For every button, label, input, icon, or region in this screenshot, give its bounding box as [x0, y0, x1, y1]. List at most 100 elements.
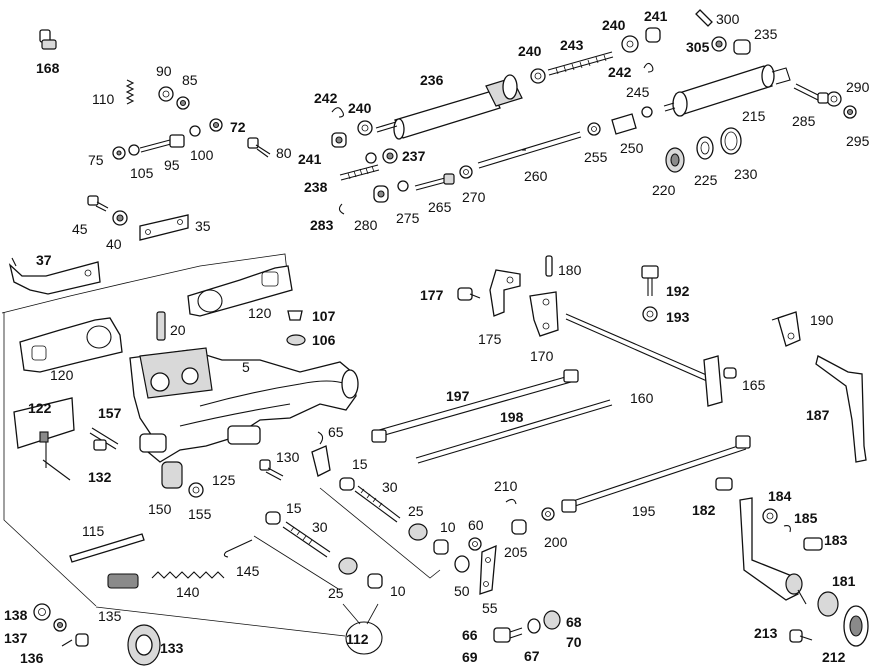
part-225-ring [696, 136, 714, 160]
callout-69: 69 [462, 649, 478, 665]
callout-136: 136 [20, 650, 44, 666]
callout-241b: 241 [644, 8, 668, 24]
callout-133: 133 [160, 640, 184, 656]
callout-242a: 242 [314, 90, 338, 106]
callout-55: 55 [482, 600, 498, 616]
callout-120b: 120 [50, 367, 74, 383]
part-180-pin [545, 255, 553, 277]
callout-212: 212 [822, 649, 846, 665]
part-305-nut [711, 36, 727, 52]
callout-184: 184 [768, 488, 792, 504]
part-45-bolt [87, 195, 109, 212]
part-238-bolt [339, 164, 380, 181]
callout-177: 177 [420, 287, 444, 303]
callout-140: 140 [176, 584, 200, 600]
callout-182: 182 [692, 502, 716, 518]
callout-45: 45 [72, 221, 88, 237]
callout-241a: 241 [298, 151, 322, 167]
part-50-cap [454, 555, 470, 573]
callout-181: 181 [832, 573, 856, 589]
callout-180: 180 [558, 262, 582, 278]
part-138-nut [33, 603, 51, 621]
callout-275: 275 [396, 210, 420, 226]
callout-243: 243 [560, 37, 584, 53]
part-280-eye [373, 185, 389, 203]
callout-5: 5 [242, 359, 250, 375]
part-260-rod [477, 131, 582, 169]
callout-30a: 30 [382, 479, 398, 495]
part-106-washer [286, 334, 306, 346]
part-255-nut [587, 122, 601, 136]
callout-25a: 25 [408, 503, 424, 519]
part-215-cylinder [663, 64, 791, 117]
part-212-bearing [817, 591, 869, 647]
callout-280: 280 [354, 217, 378, 233]
callout-115: 115 [82, 523, 105, 539]
part-133-pulley [127, 624, 161, 666]
part-30-shaft-a [354, 485, 401, 523]
callout-225: 225 [694, 172, 718, 188]
part-220-bushing [665, 147, 685, 173]
callout-120a: 120 [248, 305, 272, 321]
parts-75-105-95-100-bolt-set [112, 125, 201, 160]
callout-40: 40 [106, 236, 122, 252]
part-195-rod [561, 435, 751, 513]
callout-125: 125 [212, 472, 236, 488]
part-40-nut [112, 210, 128, 226]
part-25-ball-b [338, 557, 358, 575]
callout-100: 100 [190, 147, 214, 163]
callout-132: 132 [88, 469, 112, 485]
callout-187: 187 [806, 407, 830, 423]
callout-170: 170 [530, 348, 554, 364]
callout-283: 283 [310, 217, 334, 233]
callout-157: 157 [98, 405, 122, 421]
part-242-clip-a [331, 107, 344, 118]
callout-290: 290 [846, 79, 870, 95]
part-290-nut [826, 91, 842, 107]
callout-30b: 30 [312, 519, 328, 535]
callout-205: 205 [504, 544, 528, 560]
part-240-nut-b [530, 68, 546, 84]
part-210-clip [505, 498, 517, 505]
callout-245: 245 [626, 84, 650, 100]
part-122-bracket [13, 397, 75, 481]
part-236-cylinder [375, 74, 523, 140]
callout-190: 190 [810, 312, 834, 328]
part-125-bolt [259, 459, 284, 481]
part-85-washer [176, 96, 190, 110]
part-237-washer [382, 148, 398, 164]
callout-192: 192 [666, 283, 690, 299]
callout-300: 300 [716, 11, 740, 27]
part-205-fitting [511, 519, 527, 535]
part-80-bolt [247, 137, 271, 158]
part-230-ring [720, 127, 742, 155]
part-213-bolt [789, 629, 813, 643]
part-137-washer [53, 618, 67, 632]
part-135-clamp [107, 573, 139, 589]
part-140-spring [151, 571, 225, 579]
part-285-stud [793, 83, 829, 104]
part-20-stud [156, 311, 166, 341]
callout-260: 260 [524, 168, 548, 184]
callout-240b: 240 [518, 43, 542, 59]
callout-72: 72 [230, 119, 246, 135]
part-183-fitting [803, 537, 823, 551]
callout-210: 210 [494, 478, 518, 494]
part-184-washer [762, 508, 778, 524]
callout-165: 165 [742, 377, 766, 393]
part-240-nut-a [357, 120, 373, 136]
callout-265: 265 [428, 199, 452, 215]
frame-lines [1, 253, 441, 637]
part-182-fitting [715, 477, 733, 491]
part-37-heat-shield [8, 257, 101, 295]
callout-213: 213 [754, 625, 778, 641]
part-241-fitting-a [331, 132, 347, 148]
callout-110: 110 [92, 91, 115, 107]
part-165-bolt [723, 367, 737, 379]
callout-10b: 10 [390, 583, 406, 599]
part-243-stud [547, 51, 614, 76]
part-120-gasket-b [187, 265, 293, 317]
part-177-fitting [457, 287, 481, 301]
